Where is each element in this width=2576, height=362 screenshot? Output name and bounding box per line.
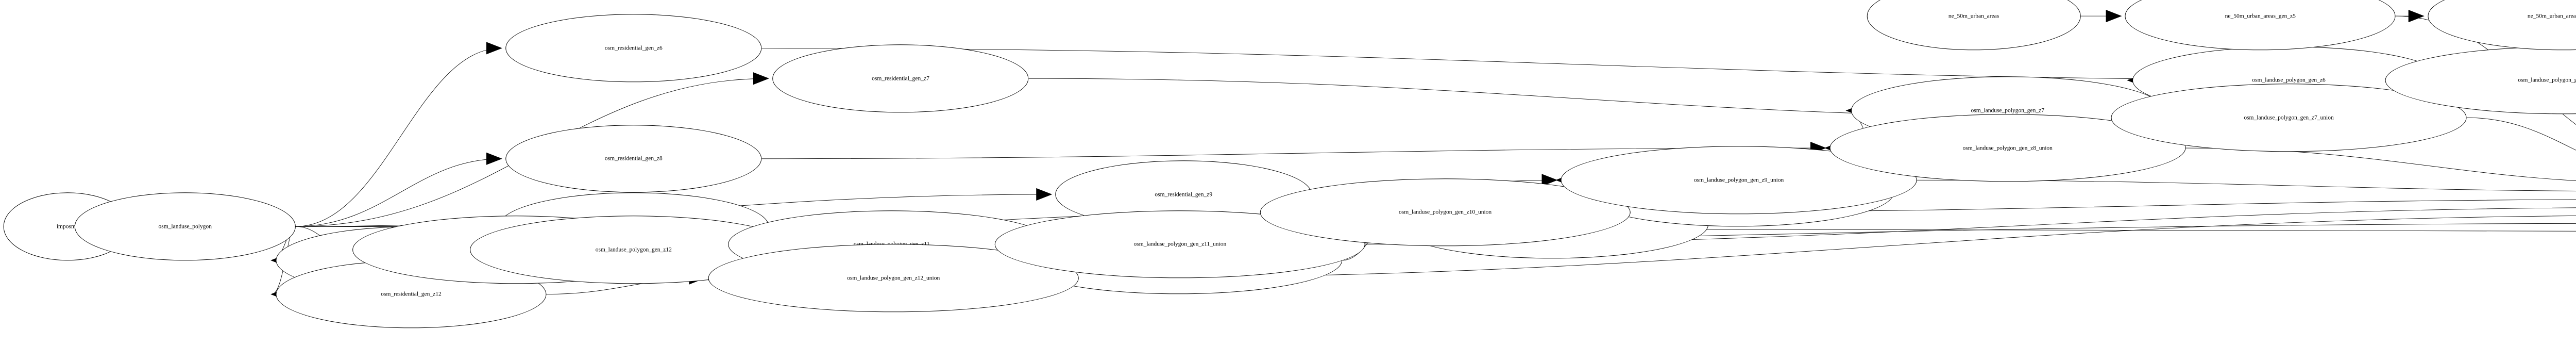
- graph-node-label: osm_residential_gen_z6: [604, 45, 663, 52]
- graph-node-osm_residential_gen_z7[interactable]: osm_residential_gen_z7: [772, 44, 1029, 112]
- graph-node-label: ne_50m_urban_areas_gen_z4: [2527, 13, 2576, 20]
- graph-edge: [762, 141, 1827, 159]
- graph-edge: [295, 152, 502, 226]
- graph-node-osm_residential_gen_z8[interactable]: osm_residential_gen_z8: [505, 125, 762, 193]
- graph-node-label: osm_landuse_polygon_gen_z7: [1971, 107, 2044, 114]
- graph-node-label: osm_landuse_polygon_gen_z12: [595, 246, 672, 253]
- graph-node-label: osm_landuse_polygon_gen_z6: [2252, 77, 2326, 84]
- graph-node-label: osm_landuse_polygon_gen_z9_union: [1693, 177, 1784, 184]
- graph-node-osm_residential_gen_z6[interactable]: osm_residential_gen_z6: [505, 14, 762, 83]
- graph-node-label: ne_50m_urban_areas_gen_z5: [2225, 13, 2296, 20]
- graph-node-label: osm_residential_gen_z12: [381, 291, 442, 298]
- graph-node-label: osm_landuse_polygon_gen_z7_union: [2244, 114, 2334, 121]
- graph-node-label: osm_residential_gen_z9: [1155, 191, 1213, 198]
- graph-node-label: osm_residential_gen_z7: [872, 75, 929, 82]
- graph-node-label: osm_landuse_polygon_gen_z10_union: [1399, 209, 1492, 216]
- graph-edge: [2467, 118, 2576, 175]
- graph-node-label: osm_landuse_polygon_gen_z8_union: [1962, 145, 2053, 152]
- graph-node-label: osm_landuse_polygon_gen_z12_union: [847, 275, 940, 282]
- graph-node-label: ne_50m_urban_areas: [1948, 13, 1999, 20]
- graph-edge: [762, 48, 2382, 87]
- graph-node-label: osm_landuse_polygon_gen_z6_union: [2518, 77, 2576, 84]
- graph-edge: [1078, 216, 2576, 278]
- graph-node-label: osm_landuse_polygon: [158, 223, 212, 230]
- graph-edge: [295, 42, 502, 226]
- graph-edge: [1917, 180, 2576, 191]
- graph-node-osm_landuse_polygon[interactable]: osm_landuse_polygon: [75, 192, 296, 260]
- graph-node-label: osm_residential_gen_z8: [604, 155, 663, 162]
- graph-node-label: osm_landuse_polygon_gen_z11_union: [1133, 241, 1227, 248]
- graph-edge: [2185, 148, 2576, 184]
